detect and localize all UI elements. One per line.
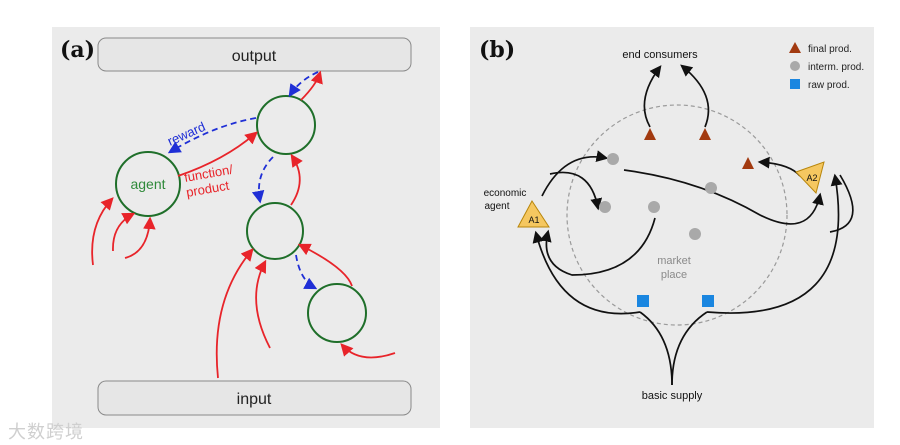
intermediate-product	[599, 201, 611, 213]
input-box	[97, 380, 412, 416]
legend-triangle-icon	[789, 42, 801, 53]
reward-arrow-output-to-top	[288, 71, 319, 98]
arrow-middle-to-top	[290, 153, 303, 206]
legend-circle-icon	[790, 61, 800, 71]
economic-agent-label-line1: economic	[484, 188, 527, 199]
arrow-bottom-to-middle	[297, 243, 353, 287]
arrow-raw-to-a1	[532, 230, 641, 315]
panel-a-label: (a)	[60, 37, 95, 63]
agent-a1-label: A1	[528, 215, 539, 225]
arrow-to-consumers-left	[643, 65, 662, 128]
reward-arrows	[167, 71, 319, 290]
flow-arrows	[532, 64, 854, 386]
input-label: input	[237, 391, 272, 408]
agent-node	[115, 151, 181, 217]
basic-supply-label: basic supply	[642, 390, 703, 402]
agent-a2	[795, 161, 825, 194]
market-label-line2: place	[661, 269, 687, 281]
raw-product	[702, 295, 714, 307]
watermark: 大数跨境	[8, 422, 84, 443]
arrow-input-bottom	[340, 343, 396, 359]
agent-a2-label: A2	[806, 173, 817, 183]
node-middle	[246, 202, 304, 260]
panel-a: (a) output input agent	[52, 27, 440, 428]
legend-final-prod: final prod.	[808, 44, 852, 55]
intermediate-product	[689, 228, 701, 240]
function-label-line2: product	[185, 178, 231, 200]
market-label-line1: market	[657, 255, 691, 267]
intermediate-product	[648, 201, 660, 213]
arrow-top-to-output	[300, 70, 323, 101]
node-bottom	[307, 283, 367, 343]
panel-b: (b) market place final prod. interm. pro…	[470, 27, 874, 428]
legend-raw-prod: raw prod.	[808, 80, 850, 91]
end-consumers-label: end consumers	[622, 49, 698, 61]
reward-arrow-top-to-agent	[167, 117, 257, 154]
economic-agent-label-line2: agent	[484, 201, 509, 212]
output-label: output	[232, 48, 277, 65]
agent-label: agent	[130, 176, 165, 192]
intermediate-product	[607, 153, 619, 165]
raw-product	[637, 295, 649, 307]
node-top	[256, 95, 316, 155]
arrow-interm-to-a1	[539, 217, 656, 276]
legend-square-icon	[790, 79, 800, 89]
final-product	[699, 128, 711, 140]
arrow-a1-loop	[549, 171, 603, 211]
panel-b-label: (b)	[479, 37, 515, 63]
arrow-agent-to-top	[177, 131, 258, 177]
arrow-input-middle-2	[254, 259, 271, 349]
reward-arrow-middle-to-bottom	[295, 254, 318, 290]
arrow-input-agent-3	[124, 216, 156, 259]
arrow-a2-loop	[829, 174, 854, 233]
final-product	[742, 157, 754, 169]
arrow-to-consumers-right	[680, 64, 710, 128]
output-box	[97, 37, 412, 72]
arrow-input-agent-1	[91, 197, 114, 266]
legend-interm-prod: interm. prod.	[808, 62, 864, 73]
arrow-input-agent-2	[112, 212, 136, 252]
reward-arrow-top-to-middle	[251, 156, 274, 204]
function-arrows	[91, 70, 396, 379]
intermediate-product	[705, 182, 717, 194]
arrow-input-middle-1	[215, 248, 254, 379]
final-product	[644, 128, 656, 140]
arrow-interm-to-a2	[623, 169, 824, 225]
supply-trunk-right	[671, 311, 708, 386]
arrow-a1-to-interm	[541, 150, 609, 197]
agent-a1	[517, 200, 550, 228]
market-place-circle	[566, 104, 788, 326]
arrow-raw-to-a2	[706, 173, 843, 314]
panel-a-background	[52, 27, 440, 428]
legend: final prod. interm. prod. raw prod.	[789, 42, 864, 91]
